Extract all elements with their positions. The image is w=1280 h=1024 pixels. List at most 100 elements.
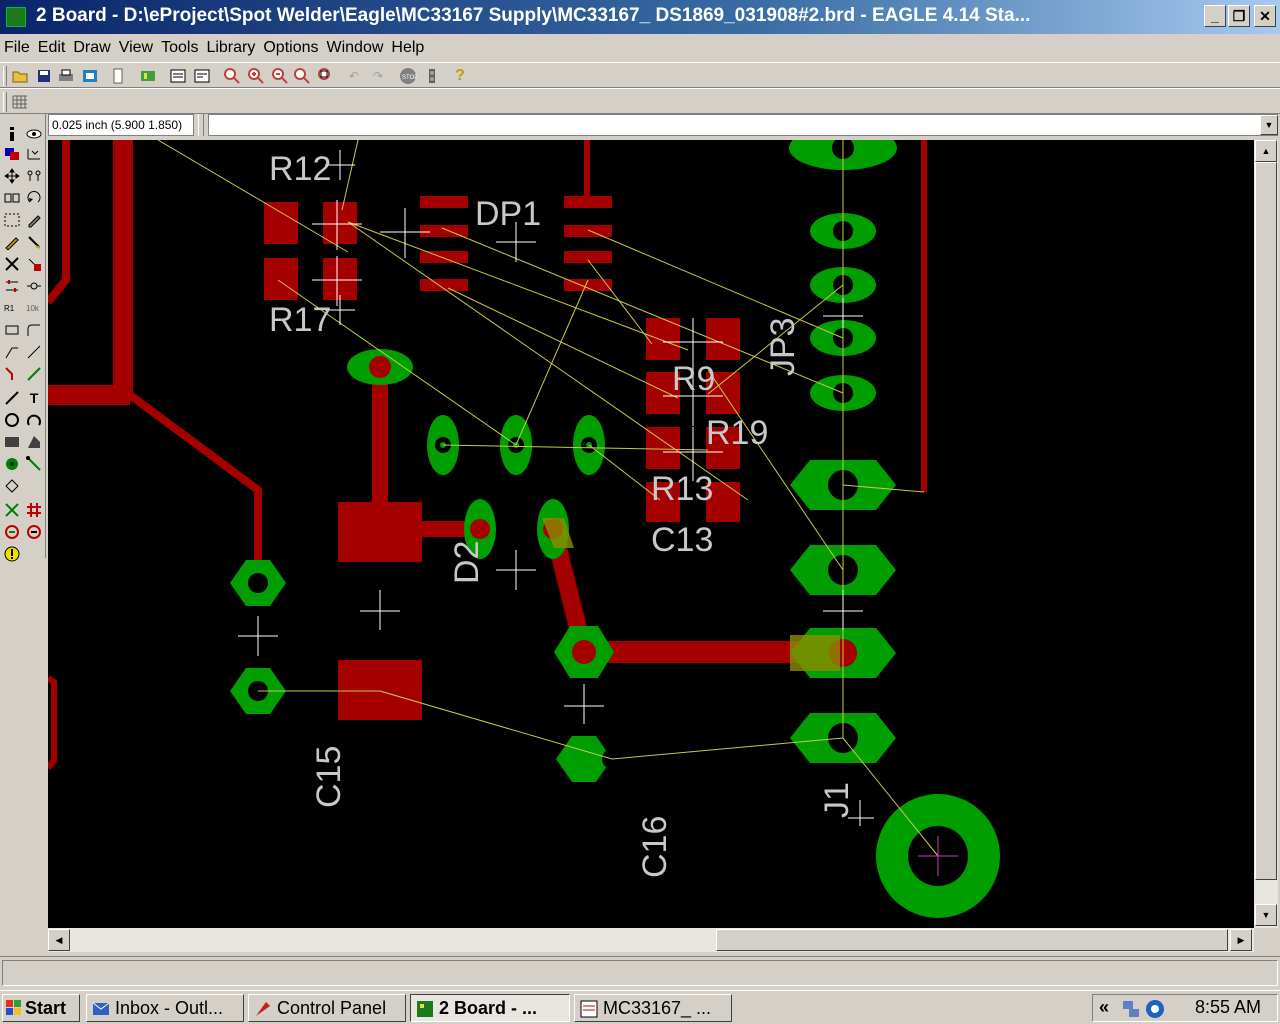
ulp-run-icon[interactable] [192,66,212,86]
menu-library[interactable]: Library [206,39,256,56]
via-icon[interactable] [2,454,22,474]
clock[interactable]: 8:55 AM [1194,997,1261,1017]
horizontal-scrollbar[interactable]: ◀ ▶ [48,928,1254,952]
menu-tools[interactable]: Tools [161,39,199,56]
lock-icon[interactable] [24,276,44,296]
label-r12[interactable]: R12 [269,150,332,188]
change-icon[interactable] [24,210,44,230]
wire-icon[interactable] [2,388,22,408]
label-d2[interactable]: D2 [448,540,486,584]
label-jp3[interactable]: JP3 [764,317,802,376]
signal-icon[interactable] [24,454,44,474]
menu-window[interactable]: Window [326,39,384,56]
ratsnest-icon[interactable] [2,500,22,520]
cross-delete-icon[interactable] [2,254,22,274]
eagle-app-icon[interactable] [6,7,26,27]
value-icon[interactable]: 10k [24,298,44,318]
menu-view[interactable]: View [118,39,154,56]
mirror-icon[interactable] [2,188,22,208]
print-icon[interactable] [56,66,76,86]
cam-processor-icon[interactable] [80,66,100,86]
label-c13[interactable]: C13 [651,521,714,559]
board-canvas[interactable]: R12 R17 DP1 R9 R19 R13 C13 JP3 D2 C15 C1… [48,140,1254,928]
vertical-scrollbar[interactable]: ▲ ▼ [1254,140,1278,928]
horizontal-scroll-thumb[interactable] [716,929,1228,951]
redo-icon[interactable]: ↷ [372,69,384,83]
drc-icon[interactable] [24,522,44,542]
label-r19[interactable]: R19 [706,414,769,452]
tray-expand-button[interactable]: « [1099,997,1110,1017]
menu-edit[interactable]: Edit [37,39,66,56]
mark-icon[interactable] [24,144,44,164]
zoom-select-icon[interactable] [316,66,336,86]
grid-icon[interactable] [10,92,30,112]
redraw-icon[interactable] [292,66,312,86]
rect-icon[interactable] [2,432,22,452]
ulp-icon[interactable] [168,66,188,86]
optimize-icon[interactable] [24,342,44,362]
zoom-fit-icon[interactable] [222,66,242,86]
circle-icon[interactable] [2,410,22,430]
scroll-left-button[interactable]: ◀ [48,929,70,951]
auto-icon[interactable] [24,500,44,520]
split-icon[interactable] [2,342,22,362]
group-icon[interactable] [2,210,22,230]
toolbar-grip[interactable] [3,92,7,112]
toolbar-grip[interactable] [3,66,7,86]
zoom-out-icon[interactable] [270,66,290,86]
go-icon[interactable] [422,66,442,86]
text-icon[interactable]: T [29,390,39,406]
task-mc33167[interactable]: MC33167_ ... [574,994,732,1022]
label-c15[interactable]: C15 [310,745,348,808]
copy-icon[interactable] [24,166,44,186]
info-icon[interactable] [2,124,22,144]
display-layers-icon[interactable] [2,144,22,164]
hole-icon[interactable] [2,476,22,496]
save-icon[interactable] [34,66,54,86]
undo-icon[interactable]: ↶ [348,69,360,83]
command-line-input[interactable] [208,114,1278,136]
paste-icon[interactable] [2,232,22,252]
zoom-in-icon[interactable] [246,66,266,86]
minimize-button[interactable]: _ [1204,5,1226,27]
label-r17[interactable]: R17 [269,301,332,339]
rotate-icon[interactable] [24,188,44,208]
command-history-dropdown[interactable]: ▼ [1260,115,1278,135]
ripup-icon[interactable] [24,364,44,384]
scroll-down-button[interactable]: ▼ [1255,904,1277,926]
start-button[interactable]: Start [2,994,80,1022]
menu-help[interactable]: Help [391,39,425,56]
name-icon[interactable]: R1 [2,298,22,318]
task-control-panel[interactable]: Control Panel [248,994,406,1022]
vertical-scroll-thumb[interactable] [1255,162,1277,880]
network-icon[interactable] [1121,999,1141,1019]
add-icon[interactable] [24,254,44,274]
menu-draw[interactable]: Draw [73,39,111,56]
task-inbox-outlook[interactable]: Inbox - Outl... [86,994,244,1022]
task-eagle-board[interactable]: 2 Board - ... [410,994,570,1022]
label-j1[interactable]: J1 [818,782,856,818]
help-icon[interactable]: ? [455,67,465,84]
erc-icon[interactable] [2,522,22,542]
label-dp1[interactable]: DP1 [475,195,542,233]
label-r13[interactable]: R13 [651,470,714,508]
menu-options[interactable]: Options [263,39,319,56]
route-icon[interactable] [2,364,22,384]
move-icon[interactable] [2,166,22,186]
replace-icon[interactable] [2,276,22,296]
close-button[interactable]: ✕ [1254,5,1276,27]
menu-file[interactable]: File [4,39,30,56]
show-icon[interactable] [24,124,44,144]
miter-icon[interactable] [24,320,44,340]
scroll-right-button[interactable]: ▶ [1230,929,1252,951]
label-r9[interactable]: R9 [672,360,716,398]
arc-icon[interactable] [24,410,44,430]
errors-icon[interactable] [2,544,22,564]
security-icon[interactable] [1145,999,1165,1019]
delete-icon[interactable] [24,232,44,252]
sheet-icon[interactable] [108,66,128,86]
scroll-up-button[interactable]: ▲ [1255,140,1277,162]
stop-icon[interactable]: STOP [398,66,418,86]
smash-icon[interactable] [2,320,22,340]
restore-button[interactable]: ❐ [1228,5,1250,27]
